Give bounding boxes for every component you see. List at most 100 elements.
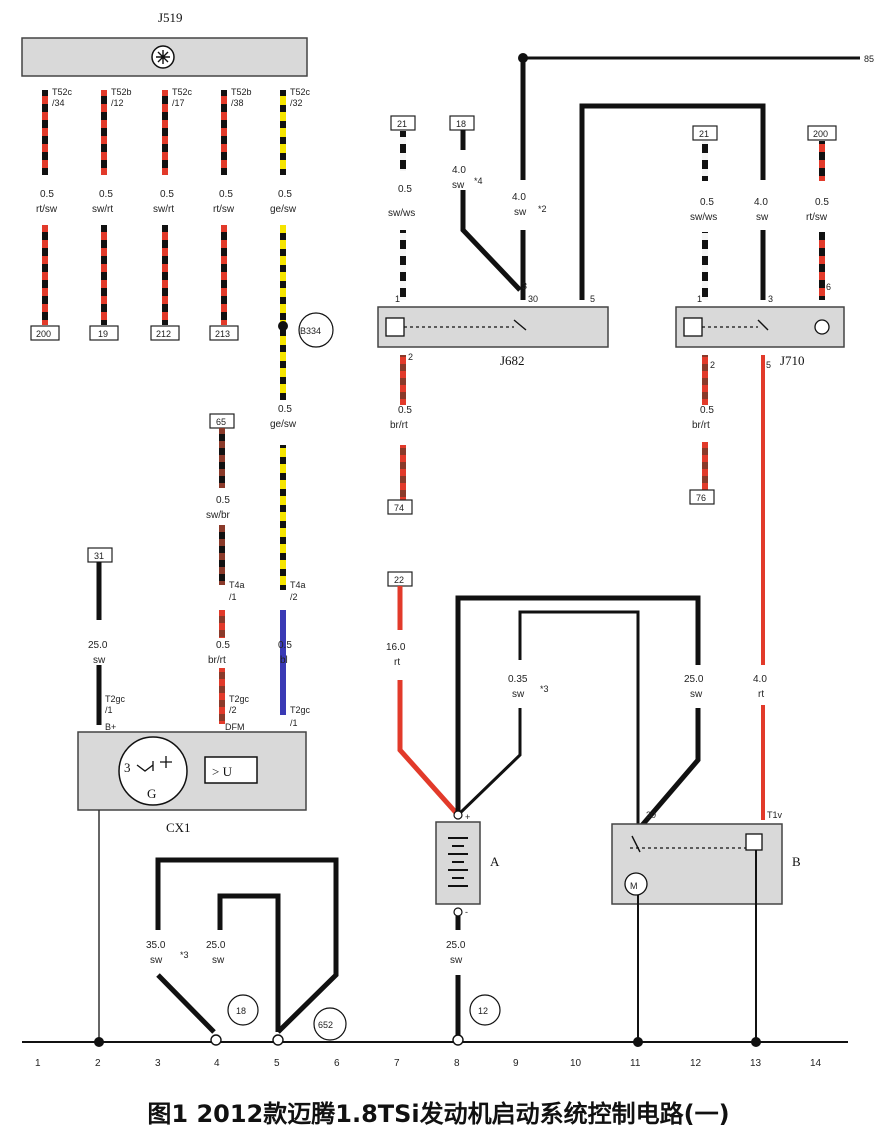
top-right-ref: 85	[864, 54, 874, 64]
j682-wout-color: br/rt	[390, 420, 408, 431]
gnd-color: sw	[450, 955, 463, 966]
cx1-ref-31: 31	[94, 551, 104, 561]
pin-conn-5: T52c	[290, 87, 311, 97]
wire-size-3: 0.5	[160, 189, 174, 200]
j710-w1-color: sw/ws	[690, 212, 717, 223]
gnd-size: 25.0	[446, 940, 466, 951]
grid-11: 11	[630, 1058, 641, 1069]
pin-num-1: /34	[52, 98, 65, 108]
dfm-color: br/rt	[208, 655, 226, 666]
j682-w3-size: 4.0	[512, 192, 526, 203]
dfm-ref: 65	[216, 417, 226, 427]
j710-relay: J710	[675, 306, 845, 368]
grid-9: 9	[513, 1058, 519, 1069]
l-size: 0.5	[278, 640, 292, 651]
wire-color-2: sw/rt	[92, 204, 113, 215]
pin-num-4: /38	[231, 98, 244, 108]
j682-wout-size: 0.5	[398, 405, 412, 416]
ref-212: 212	[156, 329, 171, 339]
j519-label: J519	[158, 10, 183, 25]
bplus-size: 25.0	[88, 640, 108, 651]
wire-color-4: rt/sw	[213, 204, 235, 215]
j682-ref-mid: 18	[456, 119, 466, 129]
cx1-label: CX1	[166, 820, 191, 835]
j710-ref-left: 21	[699, 129, 709, 139]
dfm-size-top: 0.5	[216, 495, 230, 506]
grid-4: 4	[214, 1058, 220, 1069]
j710-ref-out: 76	[696, 493, 706, 503]
pin-conn-2: T52b	[111, 87, 132, 97]
j682-w3-note: *2	[538, 204, 547, 214]
j519-output-wires	[42, 90, 286, 715]
j710-wout-color: br/rt	[692, 420, 710, 431]
ref-213: 213	[215, 329, 230, 339]
pin-num-5: /32	[290, 98, 303, 108]
j710-w3-size: 0.5	[815, 197, 829, 208]
bplus-pin: /1	[105, 705, 113, 715]
dfm-term: DFM	[225, 722, 245, 732]
j519-pin-labels: T52c /34 T52b /12 T52c /17 T52b /38 T52c…	[36, 87, 311, 215]
wire-size-5: 0.5	[278, 189, 292, 200]
pin-num-3: /17	[172, 98, 185, 108]
sig-size: 0.35	[508, 674, 528, 685]
j710-label: J710	[780, 353, 805, 368]
j682-pin5: 5	[590, 294, 595, 304]
l-color: bl	[280, 655, 288, 666]
j682-w2-note: *4	[474, 176, 483, 186]
dfm-conn4: T4a	[229, 580, 245, 590]
cx1-generator: 3 G > U CX1	[77, 731, 307, 835]
circuit-diagram: J519 T52c /34 T52b /12 T52c /17 T52b /38…	[21, 10, 874, 1069]
gen-voltage-reg: > U	[212, 764, 233, 779]
starter-t1v: T1v	[767, 810, 783, 820]
grid-6: 6	[334, 1058, 340, 1069]
j710-pin3: 3	[768, 294, 773, 304]
j710-wires: 21 0.5 sw/ws 4.0 sw 200 0.5 rt/sw 1 3 6 …	[689, 125, 837, 820]
j710-pin5: 5	[766, 360, 771, 370]
j682-w1-size: 0.5	[398, 184, 412, 195]
battery: A + -	[435, 812, 500, 917]
battery-minus: -	[465, 907, 468, 917]
bplus-conn: T2gc	[105, 694, 126, 704]
starter-label: B	[792, 854, 801, 869]
j682-relay: J682	[377, 306, 609, 368]
wire-color-3: sw/rt	[153, 204, 174, 215]
sig-color: sw	[512, 689, 525, 700]
ground-straps: 35.0 sw *3 25.0 sw 18 652	[146, 857, 347, 1041]
cx1-wires: 31 25.0 sw T2gc /1 B+ 65 0.5 sw/br T4a /…	[87, 413, 311, 1040]
motor-label: M	[630, 881, 638, 891]
j682-pin30: 30	[528, 294, 538, 304]
j682-wires: 21 0.5 sw/ws 18 4.0 sw *4 85 4.0 sw *2 1…	[387, 53, 874, 515]
grid-5: 5	[274, 1058, 280, 1069]
ground-bus	[22, 1034, 848, 1047]
gen-inner-3: 3	[124, 760, 131, 775]
l-term: /1	[290, 718, 298, 728]
wire-color-5: ge/sw	[270, 204, 297, 215]
battery-ref: 22	[394, 575, 404, 585]
j682-w2-size: 4.0	[452, 165, 466, 176]
j710-pin1: 1	[697, 294, 702, 304]
j682-w2-color: sw	[452, 180, 465, 191]
motor-icon	[624, 872, 648, 896]
p18-label: 18	[236, 1006, 246, 1016]
j519-module: J519	[21, 10, 308, 77]
dfm-size: 0.5	[216, 640, 230, 651]
grid-10: 10	[570, 1058, 582, 1069]
grid-2: 2	[95, 1058, 101, 1069]
grid-8: 8	[454, 1058, 460, 1069]
b334-splice: B334 0.5 ge/sw	[270, 312, 334, 430]
j710-w2-color: sw	[756, 212, 769, 223]
j710-wout-size: 0.5	[700, 405, 714, 416]
big-size: 25.0	[684, 674, 704, 685]
grid-12: 12	[690, 1058, 702, 1069]
yellow-size: 0.5	[278, 404, 292, 415]
j682-pin3: 3	[522, 281, 527, 291]
pin-num-2: /12	[111, 98, 124, 108]
j682-ref-out: 74	[394, 503, 404, 513]
grid-3: 3	[155, 1058, 161, 1069]
grid-1: 1	[35, 1058, 41, 1069]
grid-14: 14	[810, 1058, 822, 1069]
p12-label: 12	[478, 1006, 488, 1016]
pin-conn-1: T52c	[52, 87, 73, 97]
l-pin4: /2	[290, 592, 298, 602]
j682-w3-color: sw	[514, 207, 527, 218]
